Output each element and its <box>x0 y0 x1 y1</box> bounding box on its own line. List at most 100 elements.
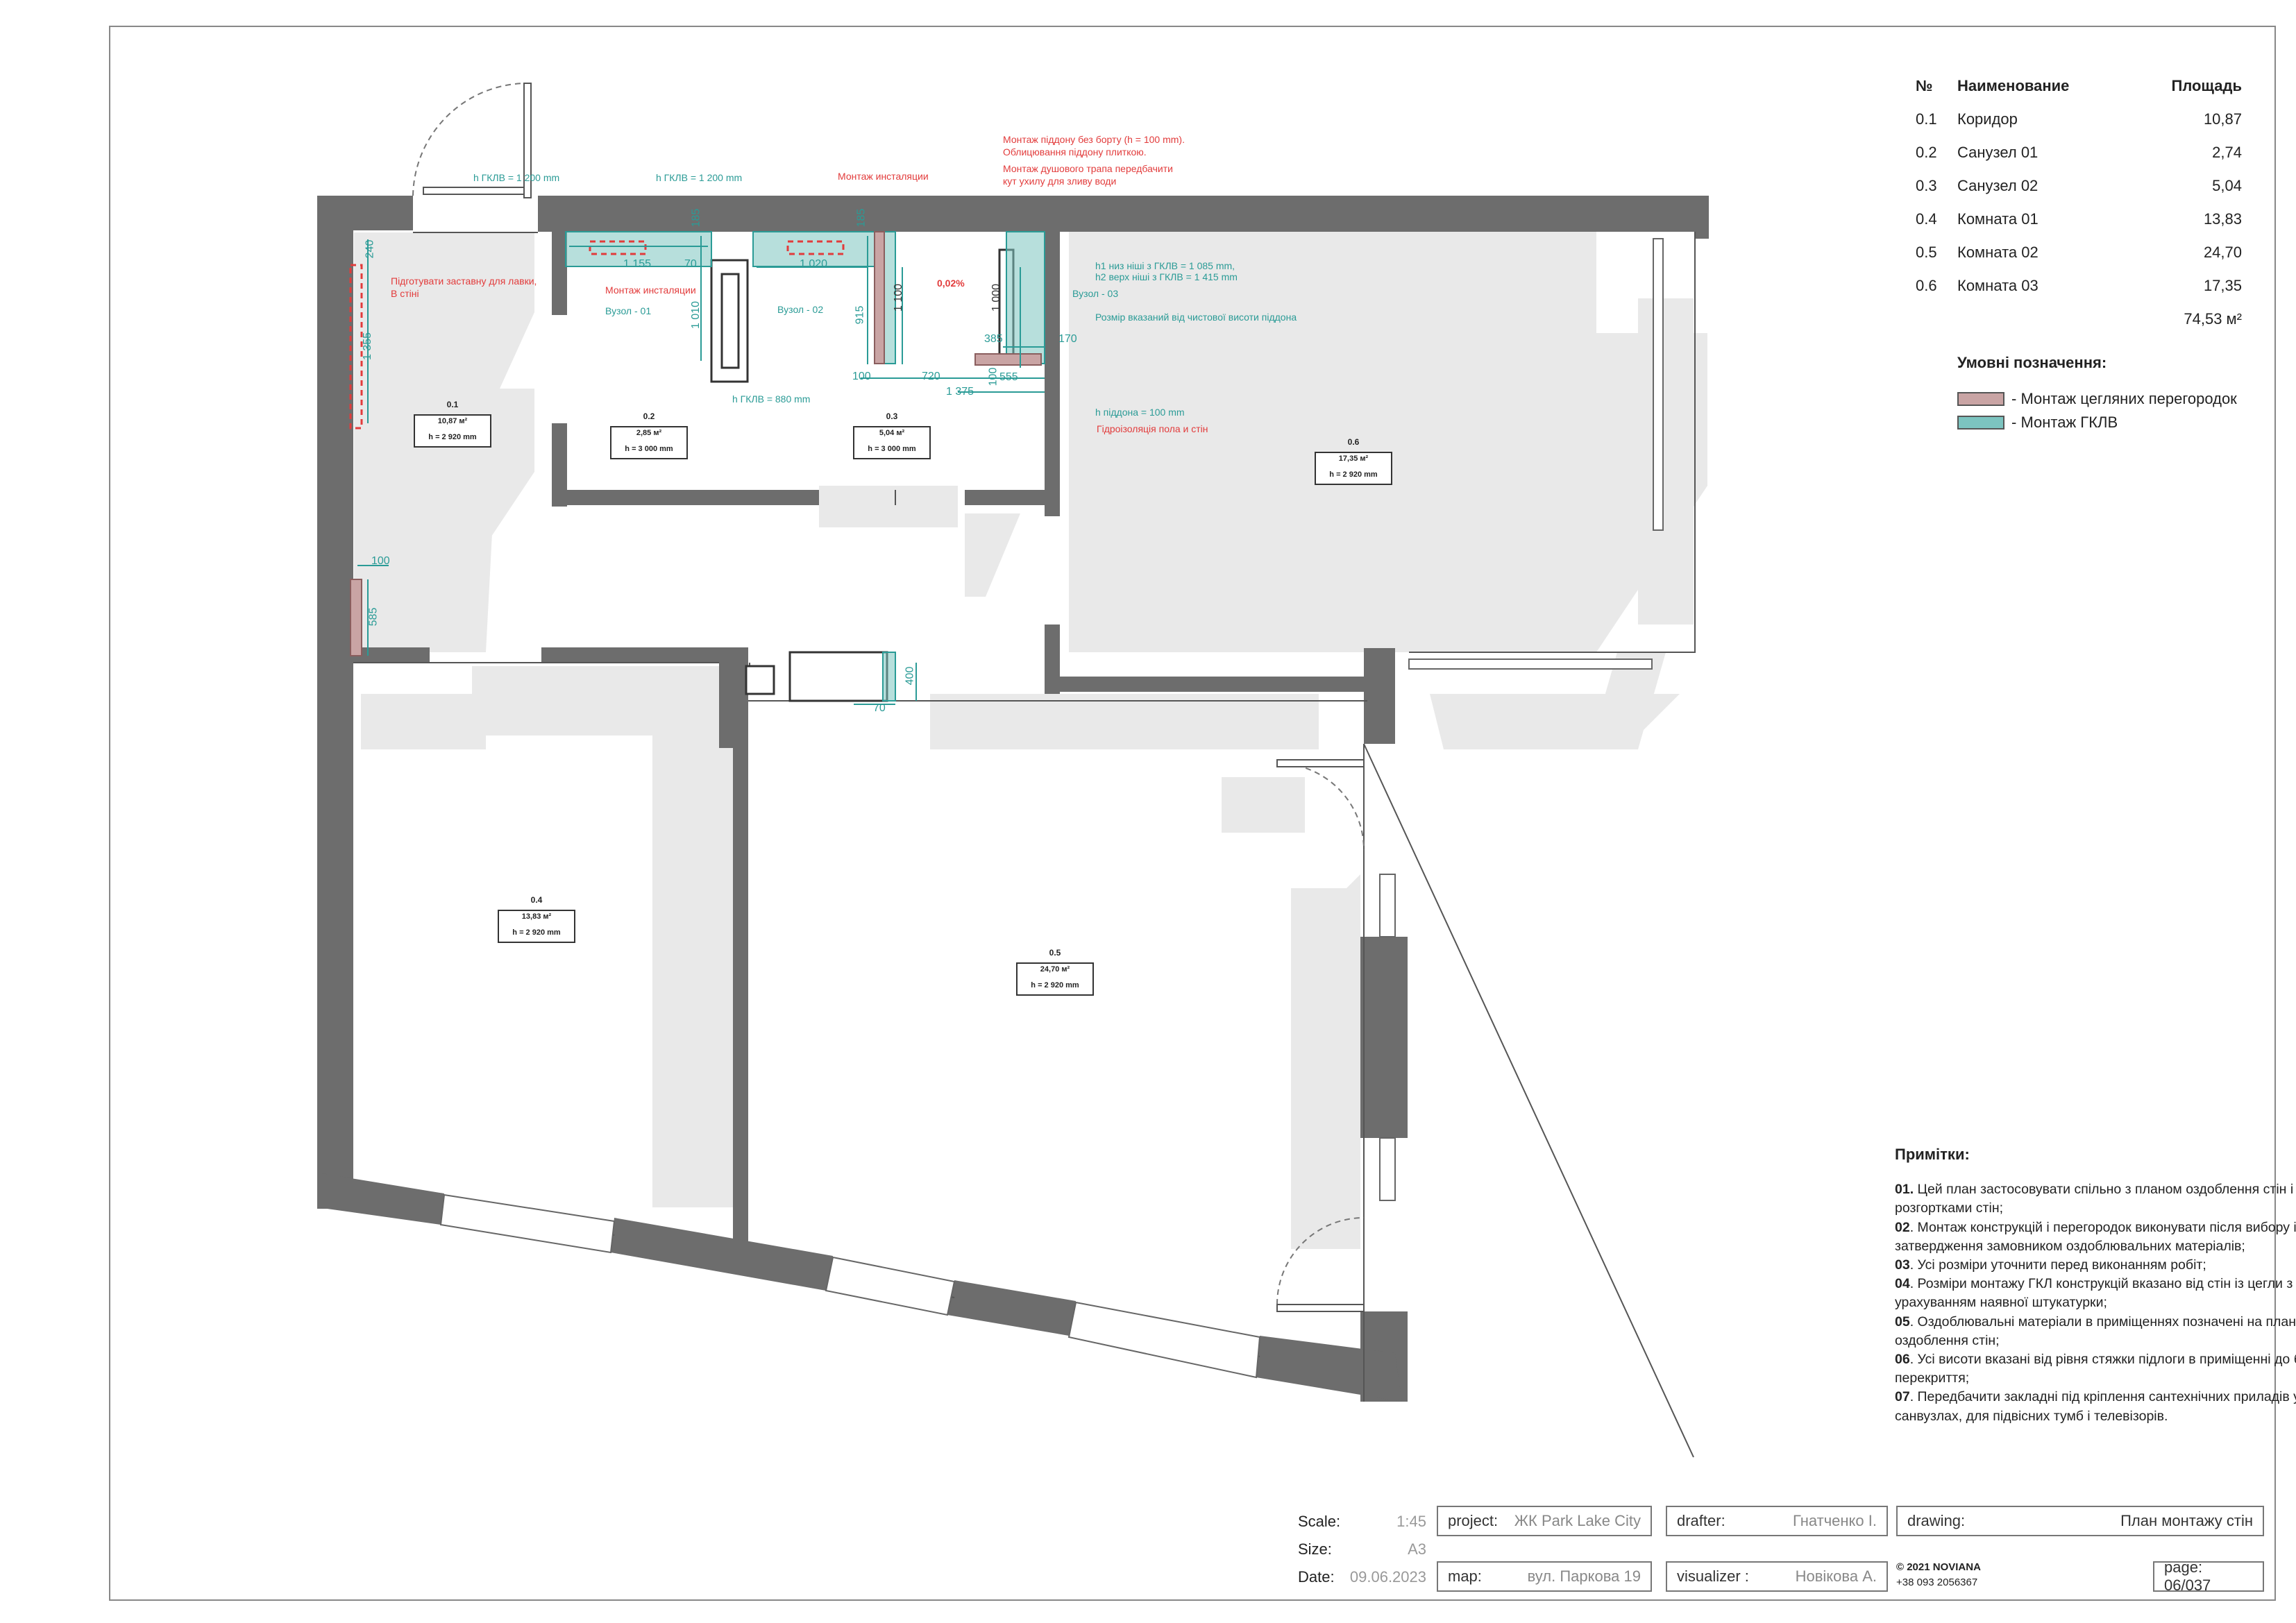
date-value: 09.06.2023 <box>1349 1568 1426 1586</box>
node-3-label: Вузол - 03 <box>1072 288 1119 299</box>
drain-note-2: кут ухилу для зливу води <box>1003 176 1117 187</box>
note-text: . Монтаж конструкцій і перегородок викон… <box>1895 1219 2296 1254</box>
page-field: page: 06/037 <box>2153 1558 2264 1594</box>
tray-note-1: Монтаж піддону без борту (h = 100 mm). <box>1003 134 1185 145</box>
note-item: 05. Оздоблювальні матеріали в приміщення… <box>1895 1313 2296 1350</box>
drawing-field: drawing:План монтажу стін <box>1896 1506 2264 1536</box>
scale-label: Scale: <box>1298 1513 1341 1530</box>
door-leaves <box>423 83 1365 1312</box>
dim-240: 240 <box>364 239 376 259</box>
note-text: . Розміри монтажу ГКЛ конструкцій вказан… <box>1895 1276 2293 1311</box>
dim-1020: 1 020 <box>800 258 828 270</box>
row-no: 0.2 <box>1916 144 1937 161</box>
sheet-frame <box>109 26 2276 1601</box>
h-gklv-1: h ГКЛВ = 1 200 mm <box>473 172 560 183</box>
notes-block: Примітки: 01. Цей план застосовувати спі… <box>1895 1145 2296 1426</box>
h2-label: h2 верх ніші з ГКЛВ = 1 415 mm <box>1095 271 1238 282</box>
dim-1355: 1 355 <box>362 332 374 361</box>
room-tag-0-4-height: h = 2 920 mm <box>512 928 561 937</box>
tray-size-note: Розмір вказаний від чистової висоти підд… <box>1095 312 1297 323</box>
dim-385: 385 <box>984 333 1003 345</box>
dim-70-b: 70 <box>873 702 886 714</box>
row-name: Коридор <box>1957 110 2018 128</box>
size-label: Size: <box>1298 1540 1332 1558</box>
h1-label: h1 низ ніші з ГКЛВ = 1 085 mm, <box>1095 260 1235 271</box>
note-num: 02 <box>1895 1219 1910 1235</box>
drafter-field: drafter:Гнатченко І. <box>1666 1506 1888 1536</box>
map-field: map: вул. Паркова 19 <box>1437 1561 1652 1592</box>
h-gklv-3: h ГКЛВ = 880 mm <box>732 393 811 405</box>
brick-swatch <box>1957 392 2004 406</box>
dim-1100: 1 100 <box>893 283 905 312</box>
map-value: вул. Паркова 19 <box>1527 1567 1641 1585</box>
gklv-swatch <box>1957 416 2004 430</box>
dim-400: 400 <box>904 666 916 686</box>
dim-1000: 1 000 <box>990 283 1003 312</box>
gklv-boxes <box>565 231 1045 702</box>
walls <box>317 196 1709 1402</box>
row-name: Санузел 02 <box>1957 177 2038 194</box>
note-item: 01. Цей план застосовувати спільно з пла… <box>1895 1180 2296 1218</box>
size-value: A3 <box>1408 1540 1426 1558</box>
note-item: 03. Усі розміри уточнити перед виконання… <box>1895 1256 2296 1275</box>
note-text: . Передбачити закладні під кріплення сан… <box>1895 1389 2296 1424</box>
drain-note-1: Монтаж душового трапа передбачити <box>1003 163 1173 174</box>
row-no: 0.1 <box>1916 110 1937 128</box>
note-num: 04 <box>1895 1276 1910 1292</box>
phone: +38 093 2056367 <box>1896 1577 1978 1588</box>
dim-70-a: 70 <box>684 258 697 270</box>
visualizer-value: Новікова А. <box>1795 1567 1877 1585</box>
visualizer-field: visualizer :Новікова А. <box>1666 1561 1888 1592</box>
note-item: 02. Монтаж конструкцій і перегородок вик… <box>1895 1218 2296 1256</box>
dim-555: 555 <box>999 371 1018 383</box>
dim-100-b: 100 <box>852 371 871 382</box>
tray-note-2: Облицювання піддону плиткою. <box>1003 146 1147 158</box>
dim-1155: 1 155 <box>623 258 652 270</box>
dim-915: 915 <box>854 305 866 325</box>
bottom-wall <box>317 1173 1402 1402</box>
room-tag-0-2-height: h = 3 000 mm <box>625 445 673 453</box>
room-tag-0-2-area: 2,85 м² <box>636 429 662 437</box>
room-tag-0-6-area: 17,35 м² <box>1338 454 1369 463</box>
note-text: . Усі розміри уточнити перед виконанням … <box>1909 1257 2206 1273</box>
drafter-value: Гнатченко І. <box>1793 1512 1877 1529</box>
room-tag-0-1-area: 10,87 м² <box>437 417 468 425</box>
project-field: project:ЖК Park Lake City <box>1437 1506 1652 1536</box>
row-area: 5,04 <box>2212 177 2242 194</box>
row-name: Комната 02 <box>1957 244 2038 261</box>
dim-1375: 1 375 <box>946 386 974 398</box>
bench-note-line2: В стіні <box>391 288 419 299</box>
row-name: Комната 03 <box>1957 277 2038 294</box>
map-label: map: <box>1448 1567 1482 1585</box>
note-text: Цей план застосовувати спільно з планом … <box>1895 1182 2294 1216</box>
room-tag-0-3-area: 5,04 м² <box>879 429 905 437</box>
row-area: 17,35 <box>2203 277 2242 294</box>
legend-title: Умовні позначення: <box>1957 354 2107 371</box>
note-num: 06 <box>1895 1352 1910 1368</box>
header-area: Площадь <box>2171 77 2243 94</box>
row-no: 0.3 <box>1916 177 1937 194</box>
dim-585: 585 <box>367 607 380 627</box>
row-area: 2,74 <box>2212 144 2242 161</box>
shadow-patches <box>354 229 1707 1249</box>
room-tag-0-5-area: 24,70 м² <box>1040 965 1070 974</box>
dim-100-a: 100 <box>371 555 390 567</box>
dim-720: 720 <box>922 371 940 382</box>
install-note-2: Монтаж инсталяции <box>838 171 929 182</box>
room-tag-0-1-height: h = 2 920 mm <box>428 433 477 441</box>
note-num: 05 <box>1895 1314 1910 1329</box>
table-total-row: 74,53 м² <box>1916 303 2242 336</box>
row-name: Комната 01 <box>1957 210 2038 228</box>
legend-item: - Монтаж ГКЛВ <box>1957 411 2237 434</box>
row-no: 0.4 <box>1916 210 1937 228</box>
room-tag-0-1-id: 0.1 <box>446 400 459 409</box>
table-row: 0.3 Санузел 02 5,04 <box>1916 169 2242 203</box>
legend-label: - Монтаж цегляних перегородок <box>2011 390 2237 407</box>
waterproof-note: Гідроізоляція пола и стін <box>1097 423 1208 434</box>
